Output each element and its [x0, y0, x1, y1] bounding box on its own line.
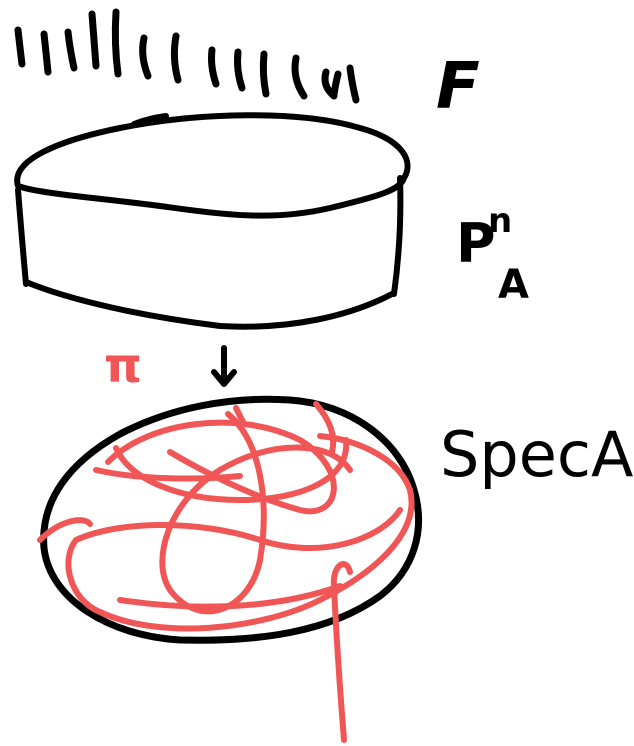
stalk — [212, 50, 217, 84]
stalk — [295, 58, 304, 96]
sheaf-stalks — [18, 12, 356, 100]
base-label: SpecA — [440, 418, 633, 491]
stalk — [143, 38, 148, 76]
map-label: π — [104, 338, 142, 394]
sheaf-label: F — [436, 50, 480, 124]
cylinder-bottom-curve — [26, 282, 392, 327]
cylinder-top-ellipse — [17, 115, 407, 215]
stalk — [325, 72, 338, 96]
down-arrow-icon — [214, 348, 234, 384]
stalk — [174, 36, 178, 80]
spec-a-scribble — [40, 404, 412, 740]
projective-space-label: P n A — [456, 201, 529, 308]
cylinder-right-side — [394, 178, 400, 294]
projective-space-subscript: A — [498, 262, 529, 308]
stalk — [350, 68, 356, 100]
stalk — [115, 12, 118, 74]
projective-space-superscript: n — [488, 201, 512, 241]
stalk — [92, 14, 96, 66]
stalk — [238, 52, 243, 88]
projective-space-cylinder — [17, 115, 407, 326]
stalk — [44, 34, 48, 72]
stalk — [263, 54, 266, 94]
stalk — [68, 32, 74, 68]
cylinder-left-side — [18, 190, 26, 284]
stalk — [18, 30, 22, 64]
